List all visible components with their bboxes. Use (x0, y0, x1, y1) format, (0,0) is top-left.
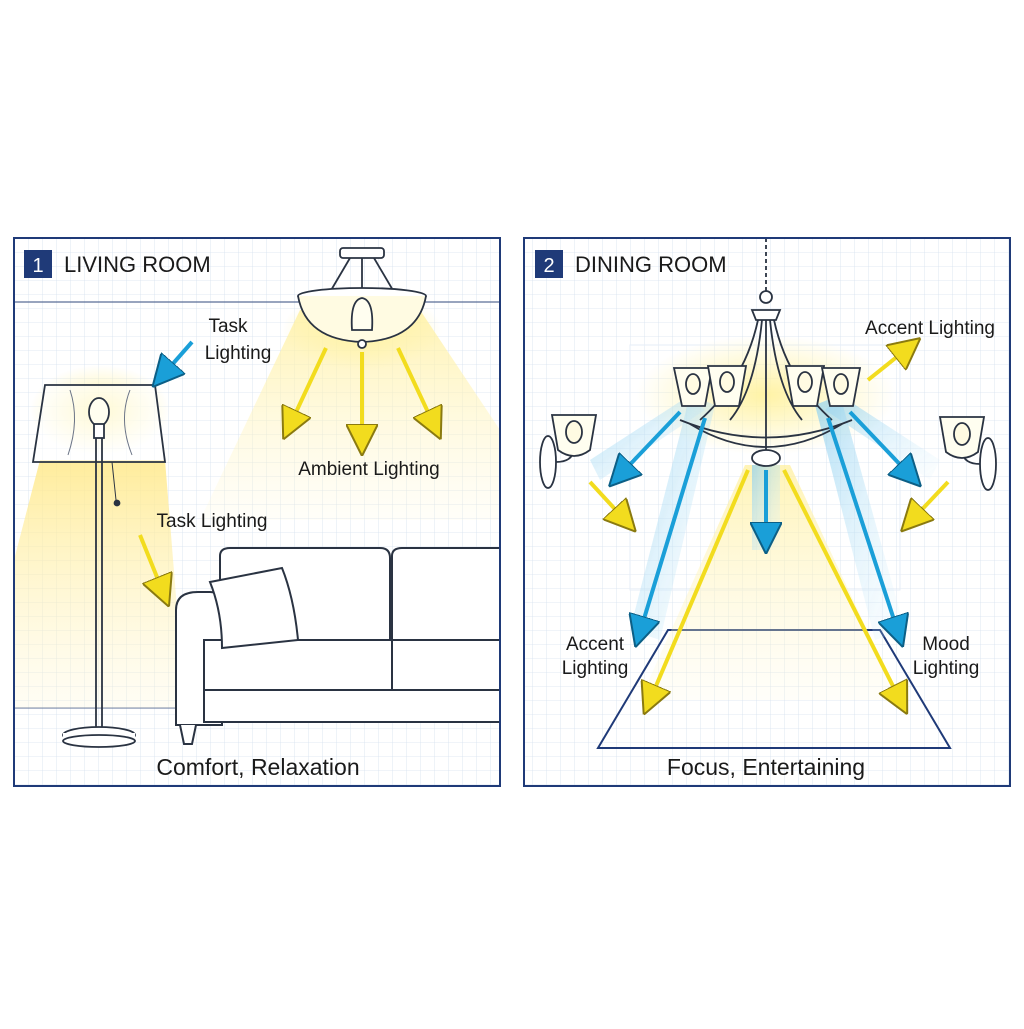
panel-number-badge (24, 250, 52, 278)
floor-lamp-light-cone (14, 460, 185, 708)
ambient-light-cone (200, 310, 500, 520)
label-mood: Mood (922, 634, 970, 655)
chandelier (672, 238, 862, 467)
label-mood-line2: Lighting (913, 658, 980, 679)
chandelier-yellow-cone (640, 465, 900, 700)
panel-living-room: 1 LIVING ROOM Task Lighting Ambient Ligh… (13, 237, 501, 787)
task-lower-arrow (138, 534, 163, 592)
blue-arrows-dining (620, 410, 910, 632)
label-task-top-line2: Lighting (205, 343, 272, 364)
panel-title: DINING ROOM (575, 252, 727, 277)
label-accent-left-line2: Lighting (562, 658, 629, 679)
wall-sconce-left (539, 414, 598, 489)
panel-title: LIVING ROOM (64, 252, 211, 277)
label-ambient: Ambient Lighting (298, 459, 440, 480)
panel-dining-room: 2 DINING ROOM Accent Lighting Accent Lig… (523, 237, 1011, 787)
label-task-top: Task (208, 316, 248, 337)
panel-number-badge (535, 250, 563, 278)
task-top-arrow (163, 340, 194, 375)
floor-lamp (31, 384, 167, 748)
panel-caption: Comfort, Relaxation (156, 754, 359, 780)
sofa (175, 547, 500, 745)
wall-sconce-right (938, 416, 997, 491)
label-accent-top: Accent Lighting (865, 318, 995, 339)
ambient-arrows (290, 347, 434, 440)
yellow-arrows-dining (588, 348, 950, 700)
ceiling-fixture (297, 247, 427, 349)
label-accent-left: Accent (566, 634, 625, 655)
panel-number: 2 (543, 255, 554, 277)
panel-caption: Focus, Entertaining (667, 754, 865, 780)
label-task-lower: Task Lighting (157, 511, 268, 532)
panel-number: 1 (32, 255, 43, 277)
